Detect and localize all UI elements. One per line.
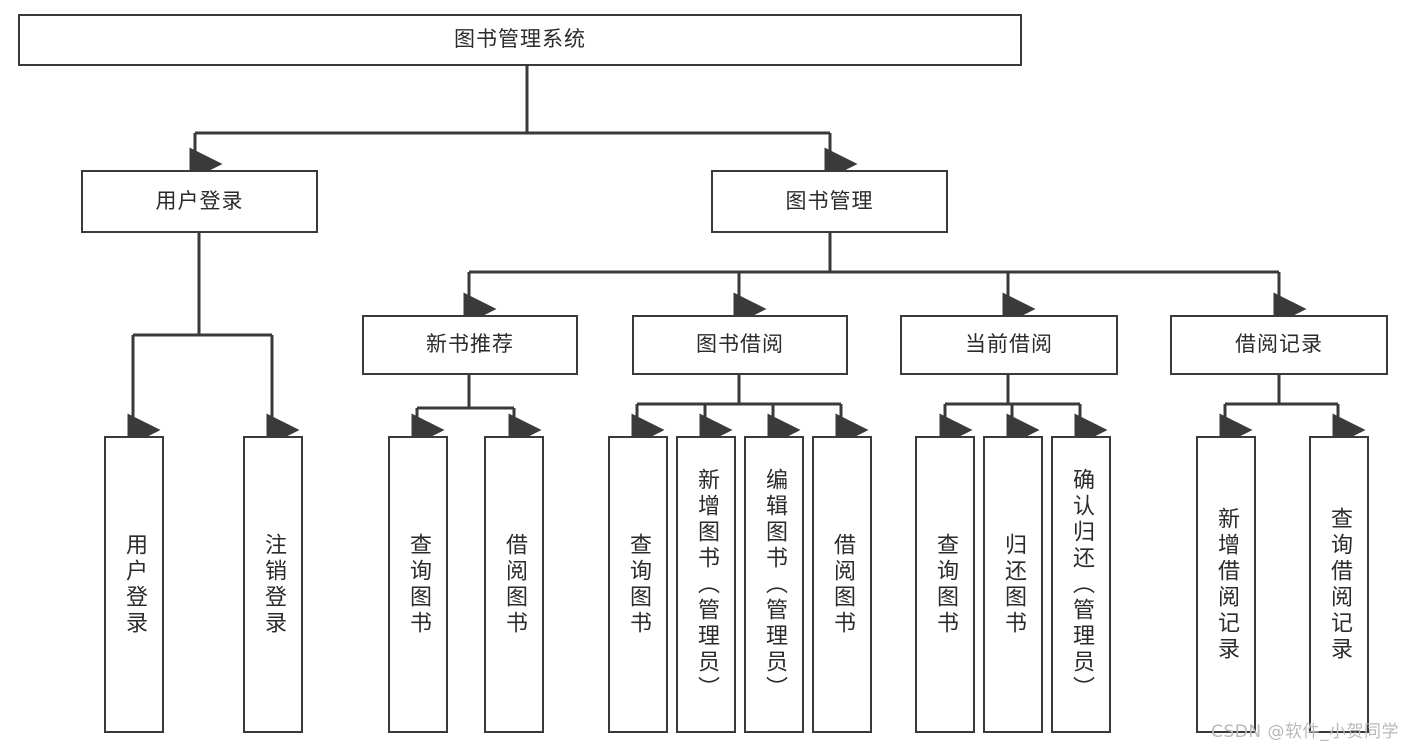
leaf-logout: 注销登录 bbox=[243, 436, 303, 733]
leaf-add-book-admin: 新增图书（管理员） bbox=[676, 436, 736, 733]
leaf-add-borrow-record-label: 新增借阅记录 bbox=[1214, 506, 1239, 663]
node-borrow-record: 借阅记录 bbox=[1170, 315, 1388, 375]
leaf-user-login: 用户登录 bbox=[104, 436, 164, 733]
leaf-edit-book-admin: 编辑图书（管理员） bbox=[744, 436, 804, 733]
leaf-add-book-admin-label: 新增图书（管理员） bbox=[694, 467, 719, 702]
leaf-query-book-recommend-label: 查询图书 bbox=[406, 532, 431, 637]
leaf-return-book: 归还图书 bbox=[983, 436, 1043, 733]
node-book-management-label: 图书管理 bbox=[785, 188, 874, 213]
node-book-borrow-label: 图书借阅 bbox=[696, 332, 784, 357]
leaf-query-book-current-label: 查询图书 bbox=[933, 532, 958, 637]
node-root-label: 图书管理系统 bbox=[454, 27, 586, 52]
node-book-management: 图书管理 bbox=[711, 170, 948, 233]
leaf-borrow-book: 借阅图书 bbox=[812, 436, 872, 733]
node-book-borrow: 图书借阅 bbox=[632, 315, 848, 375]
leaf-borrow-book-recommend: 借阅图书 bbox=[484, 436, 544, 733]
leaf-query-book-recommend: 查询图书 bbox=[388, 436, 448, 733]
leaf-confirm-return-admin: 确认归还（管理员） bbox=[1051, 436, 1111, 733]
node-borrow-record-label: 借阅记录 bbox=[1235, 332, 1323, 357]
leaf-confirm-return-admin-label: 确认归还（管理员） bbox=[1069, 467, 1094, 702]
csdn-watermark: CSDN @软件_小贺同学 bbox=[1211, 722, 1399, 742]
leaf-borrow-book-recommend-label: 借阅图书 bbox=[502, 532, 527, 637]
node-root: 图书管理系统 bbox=[18, 14, 1022, 66]
leaf-query-borrow-record-label: 查询借阅记录 bbox=[1327, 506, 1352, 663]
node-current-borrow: 当前借阅 bbox=[900, 315, 1118, 375]
leaf-query-book-current: 查询图书 bbox=[915, 436, 975, 733]
leaf-query-book-label: 查询图书 bbox=[626, 532, 651, 637]
leaf-query-borrow-record: 查询借阅记录 bbox=[1309, 436, 1369, 733]
leaf-add-borrow-record: 新增借阅记录 bbox=[1196, 436, 1256, 733]
leaf-edit-book-admin-label: 编辑图书（管理员） bbox=[762, 467, 787, 702]
node-new-book-recommend: 新书推荐 bbox=[362, 315, 578, 375]
node-current-borrow-label: 当前借阅 bbox=[965, 332, 1053, 357]
leaf-user-login-label: 用户登录 bbox=[122, 532, 147, 637]
node-user-login: 用户登录 bbox=[81, 170, 318, 233]
node-new-book-recommend-label: 新书推荐 bbox=[426, 332, 514, 357]
leaf-borrow-book-label: 借阅图书 bbox=[830, 532, 855, 637]
leaf-return-book-label: 归还图书 bbox=[1001, 532, 1026, 637]
leaf-logout-label: 注销登录 bbox=[261, 532, 286, 637]
node-user-login-label: 用户登录 bbox=[155, 188, 244, 213]
leaf-query-book: 查询图书 bbox=[608, 436, 668, 733]
